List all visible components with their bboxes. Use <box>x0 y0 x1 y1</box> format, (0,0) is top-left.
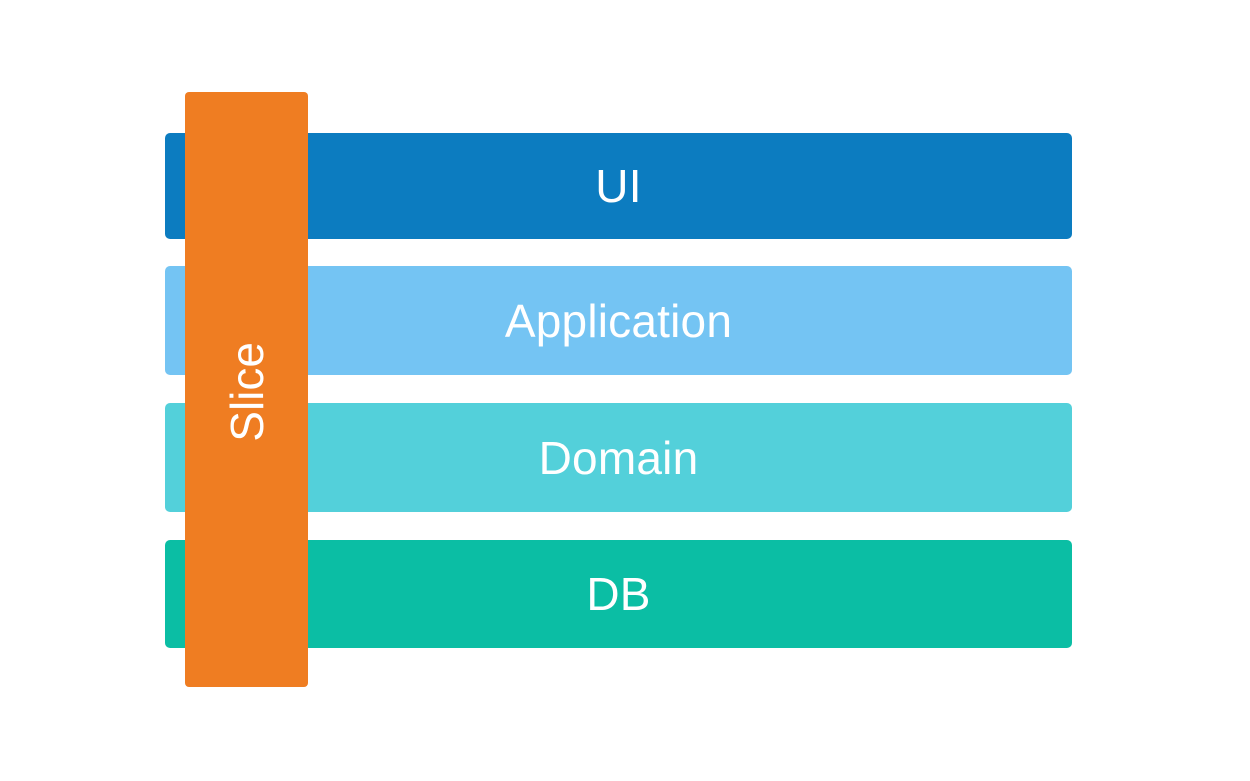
vertical-slice-label: Slice <box>220 341 273 442</box>
vertical-slice-bar: Slice <box>185 92 308 687</box>
layer-bar-ui: UI <box>165 133 1072 239</box>
layer-label-ui: UI <box>595 160 642 212</box>
layer-bar-domain: Domain <box>165 403 1072 512</box>
layer-bar-application: Application <box>165 266 1072 375</box>
layer-bar-db: DB <box>165 540 1072 648</box>
layer-label-application: Application <box>504 294 733 347</box>
layer-label-db: DB <box>586 568 651 620</box>
layer-label-domain: Domain <box>538 431 699 484</box>
